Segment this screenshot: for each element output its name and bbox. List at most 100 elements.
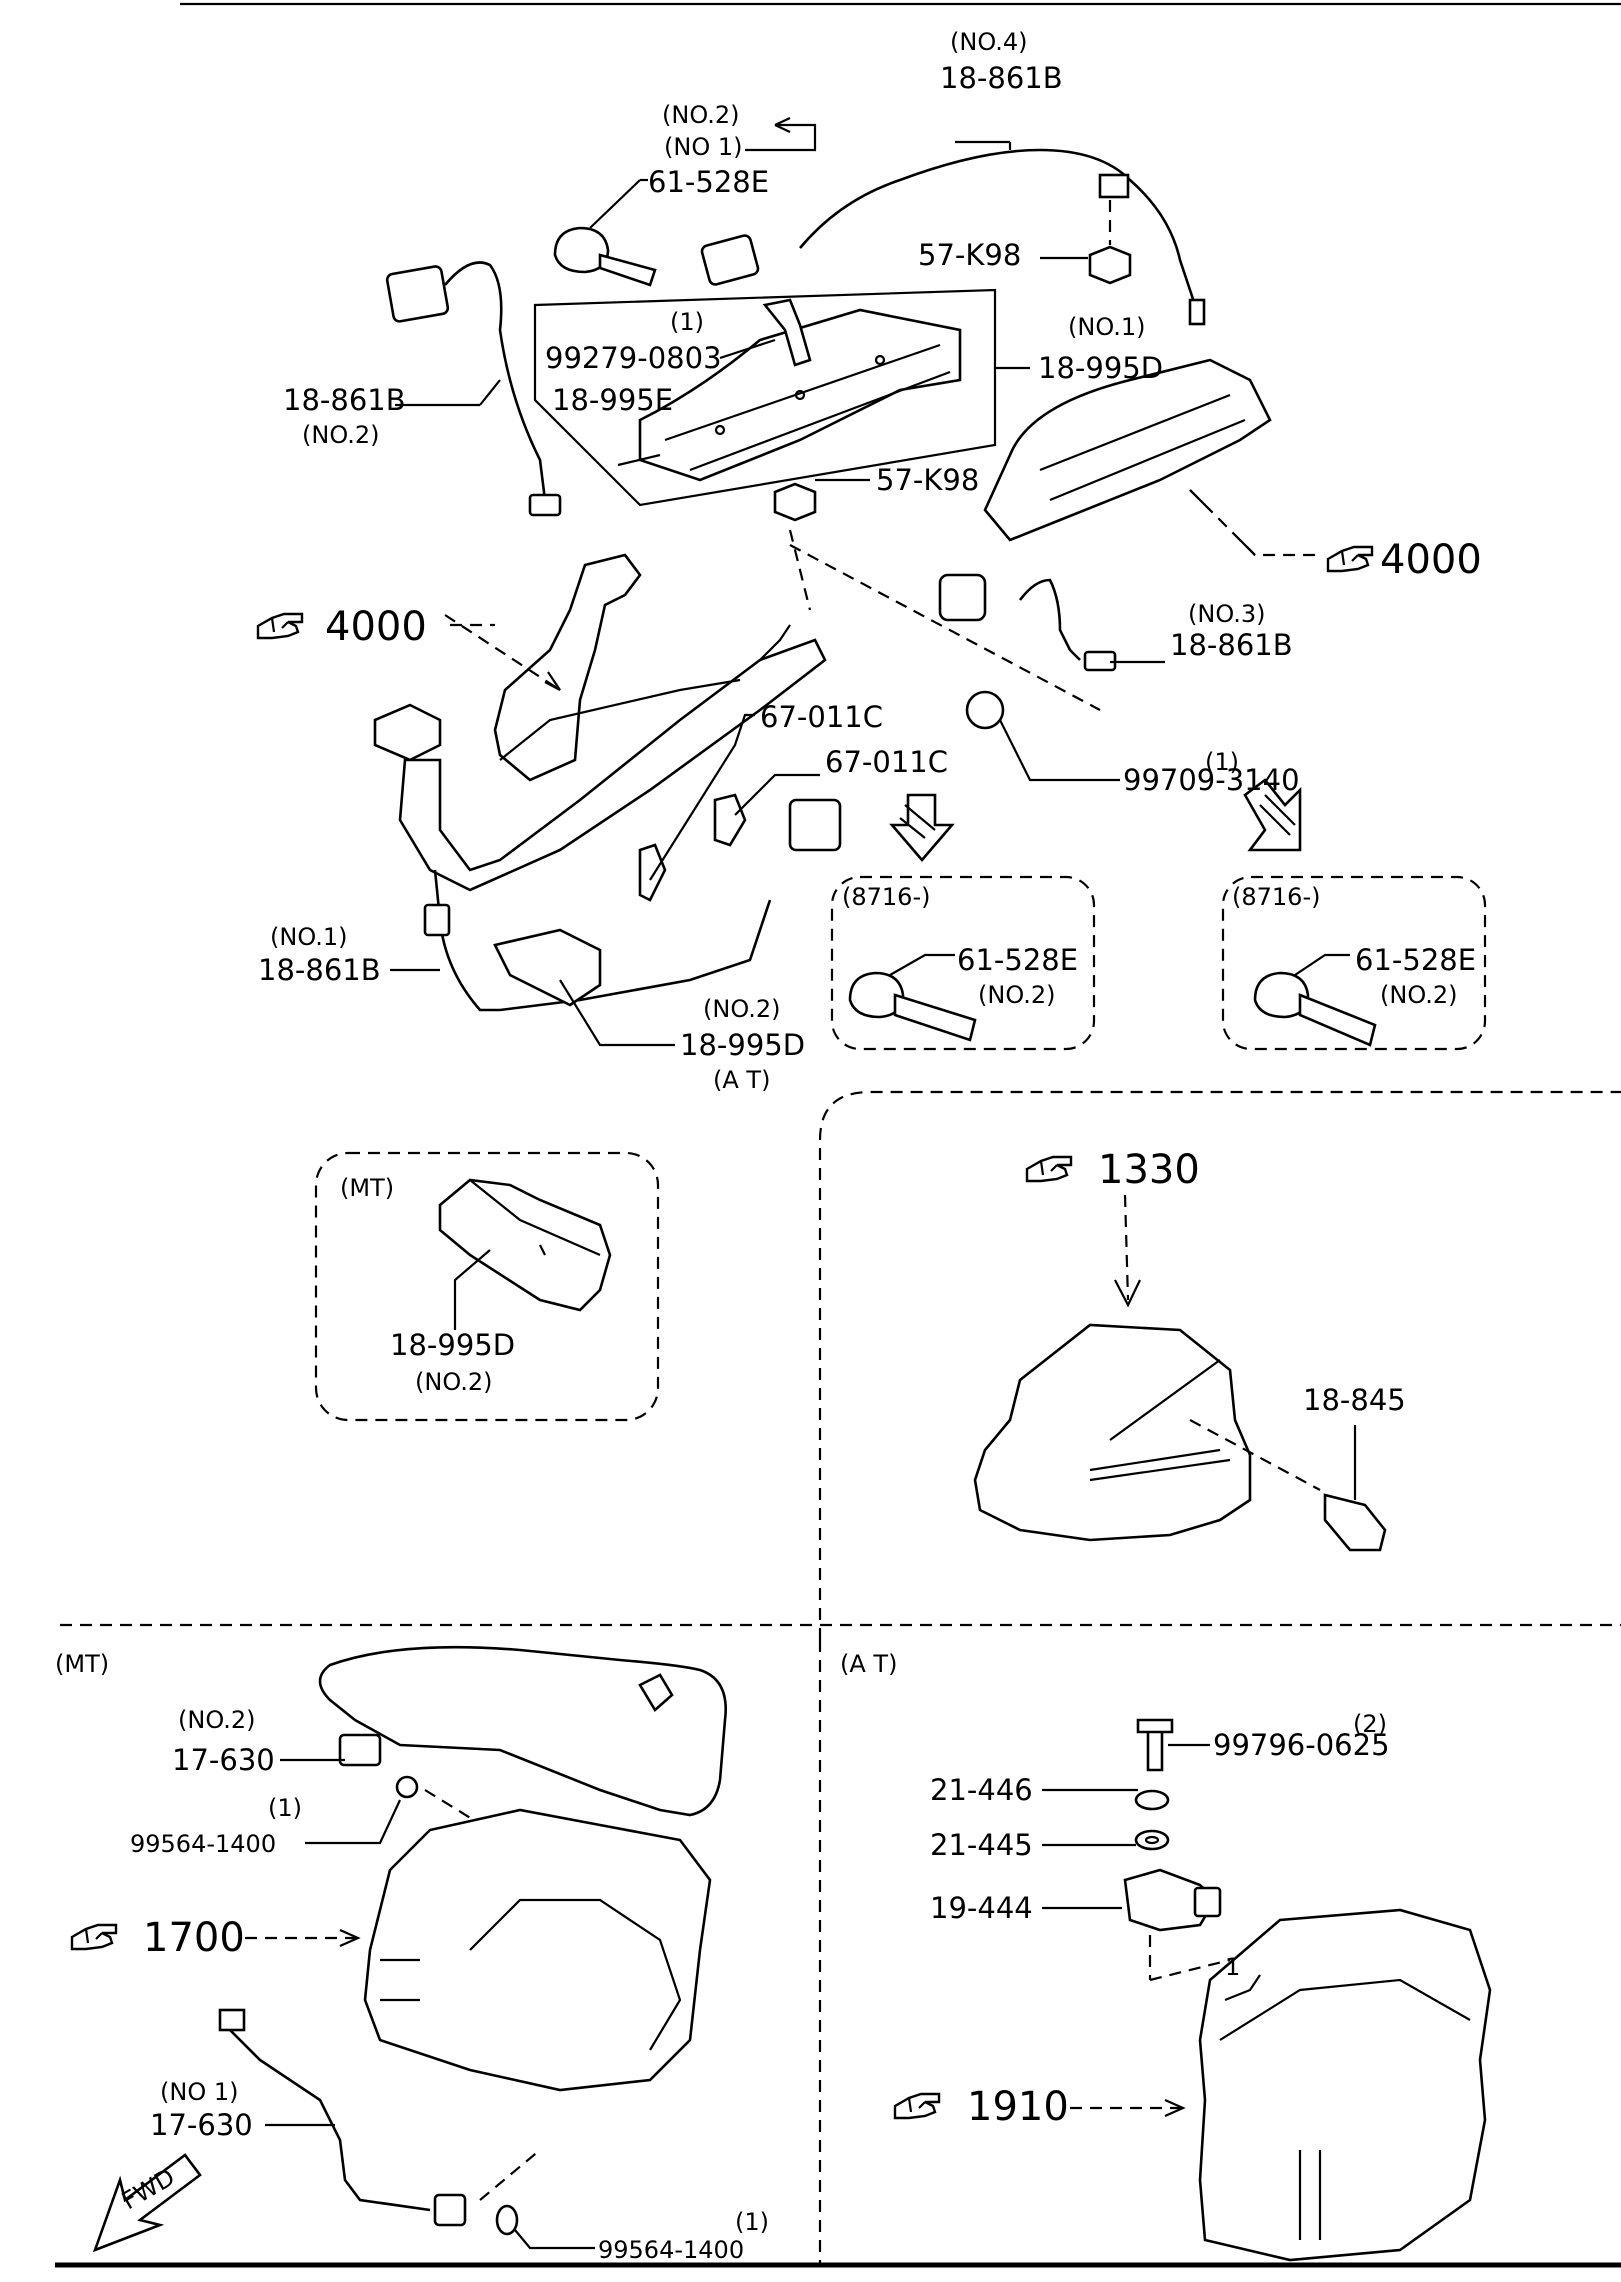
label-19-444: 19-444 (930, 1891, 1033, 1925)
label-67-011c-a: 67-011C (760, 700, 883, 734)
label-61-528e-box2: 61-528E (1355, 943, 1476, 977)
label-no1-bottomleft: (NO.1) (270, 923, 348, 951)
washer-21-446 (1134, 1789, 1170, 1811)
heat-insulator-18-995e (638, 308, 962, 482)
label-67-011c-b: 67-011C (825, 745, 948, 779)
cable-clip-no4 (1098, 173, 1130, 199)
clip-67-011c-b (713, 793, 747, 847)
ref-4000-right: 4000 (1326, 537, 1482, 583)
ref-number: 4000 (325, 604, 427, 650)
label-57-k98-top: 57-K98 (918, 238, 1021, 272)
ref-number: 1700 (143, 1915, 245, 1961)
sensor-body-no1 (423, 903, 451, 937)
label-mt-tag: (MT) (340, 1174, 394, 1202)
insulator-box (533, 288, 997, 507)
label-18-995d-mt: 18-995D (390, 1328, 515, 1362)
detail-box-8716-left (830, 875, 1096, 1051)
label-18-861b-left: 18-861B (283, 383, 406, 417)
sensor-cable-no4 (799, 148, 1197, 306)
switch-cable-no2 (318, 1645, 727, 1817)
sensor-body-no2 (528, 493, 562, 517)
fwd-arrow (92, 2153, 202, 2253)
label-18-845: 18-845 (1303, 1383, 1406, 1417)
bracket-18-995d-at (493, 928, 602, 1007)
part-labels: (NO.4) 18-861B (NO.2) (NO 1) 61-528E 57-… (55, 28, 1476, 2264)
label-no1-mt-switch: (NO 1) (160, 2078, 238, 2106)
detail-box-mt (314, 1151, 660, 1422)
ref-number: 1330 (1098, 1147, 1200, 1193)
label-18-995e: 18-995E (552, 383, 673, 417)
label-qty1-d: (1) (735, 2208, 769, 2236)
label-no2-left: (NO.2) (302, 421, 380, 449)
clamp-61-528e-box1 (848, 971, 905, 1019)
label-no1-bracket: (NO.1) (1068, 313, 1146, 341)
sensor-cable-no3 (1018, 578, 1081, 661)
ref-1910: 1910 (893, 2084, 1186, 2130)
label-61-528e-box1: 61-528E (957, 943, 1078, 977)
label-21-446: 21-446 (930, 1773, 1033, 1807)
label-qty1-c: (1) (268, 1794, 302, 1822)
transmission-1700 (363, 1808, 712, 2092)
catalytic-converter-right (983, 358, 1272, 542)
sensor-connector-no4 (700, 234, 760, 286)
label-61-528e-top: 61-528E (648, 165, 769, 199)
front-pipe (493, 553, 642, 782)
nut-57-k98-top (1088, 245, 1132, 285)
oxygen-sensor-section (373, 117, 1487, 1051)
ref-1700: 1700 (70, 1915, 361, 1961)
at-transmission-section (1042, 1718, 1492, 2262)
label-no2-box2: (NO.2) (1380, 981, 1458, 1009)
arrow-down-left (889, 793, 955, 862)
washer-99564-1400-b (495, 2204, 519, 2236)
label-no2-arrow: (NO.2) (662, 101, 740, 129)
label-17-630-a: 17-630 (172, 1743, 275, 1777)
label-no2-mt: (NO.2) (415, 1368, 493, 1396)
sensor-connector-no2 (385, 265, 450, 323)
label-18-861b-right: 18-861B (1170, 628, 1293, 662)
neutral-switch-17-630-no1 (433, 2193, 467, 2227)
label-qty1-b: (1) (1205, 748, 1239, 776)
sensor-tip-no4 (1188, 298, 1206, 326)
ref-4000-left: 4000 (256, 604, 495, 650)
washer-99564-1400-a (395, 1775, 419, 1799)
grommet-99709-3140 (965, 690, 1005, 730)
label-no2-mt-switch: (NO.2) (178, 1706, 256, 1734)
label-8716-box2: (8716-) (1232, 883, 1320, 911)
coolant-temp-sensor-18-845 (1323, 1493, 1387, 1552)
label-at-tag: (A T) (713, 1066, 770, 1094)
engine-block-1330 (973, 1323, 1252, 1542)
label-no2-box1: (NO.2) (978, 981, 1056, 1009)
ref-1330: 1330 (1025, 1147, 1200, 1193)
connector-no1 (218, 2008, 246, 2032)
clamp-61-528e-box2 (1253, 971, 1310, 1019)
nut-57-k98-mid (773, 482, 817, 522)
label-qty1-a: (1) (670, 308, 704, 336)
label-18-861b-bottomleft: 18-861B (258, 953, 381, 987)
label-99709-3140: 99709-3140 (1123, 763, 1300, 797)
sensor-cable-no1 (433, 869, 772, 1012)
label-section-at: (A T) (840, 1650, 897, 1678)
label-no4: (NO.4) (950, 28, 1028, 56)
clamp-61-528e-top (553, 226, 610, 274)
label-18-861b-top: 18-861B (940, 61, 1063, 95)
label-8716-box1: (8716-) (842, 883, 930, 911)
label-no1-arrow: (NO 1) (664, 133, 742, 161)
label-small-1: 1 (1225, 1953, 1240, 1981)
label-21-445: 21-445 (930, 1828, 1033, 1862)
mt-transmission-section (92, 1645, 727, 2253)
ref-number: 1910 (967, 2084, 1069, 2130)
switch-cable-no1 (224, 2024, 431, 2212)
label-no2-at: (NO.2) (703, 995, 781, 1023)
detail-box-8716-right (1221, 875, 1487, 1051)
label-57-k98-mid: 57-K98 (876, 463, 979, 497)
divider-right-upper (818, 1090, 1621, 1640)
bracket-99279-0803 (762, 298, 812, 367)
bracket-18-995d-mt (438, 1178, 612, 1312)
flange-left (373, 703, 442, 762)
label-99796-0625: 99796-0625 (1213, 1728, 1390, 1762)
washer-21-445 (1134, 1829, 1170, 1851)
label-18-995d-top: 18-995D (1038, 351, 1163, 385)
exhaust-pipe-main (398, 638, 827, 892)
label-17-630-b: 17-630 (150, 2108, 253, 2142)
